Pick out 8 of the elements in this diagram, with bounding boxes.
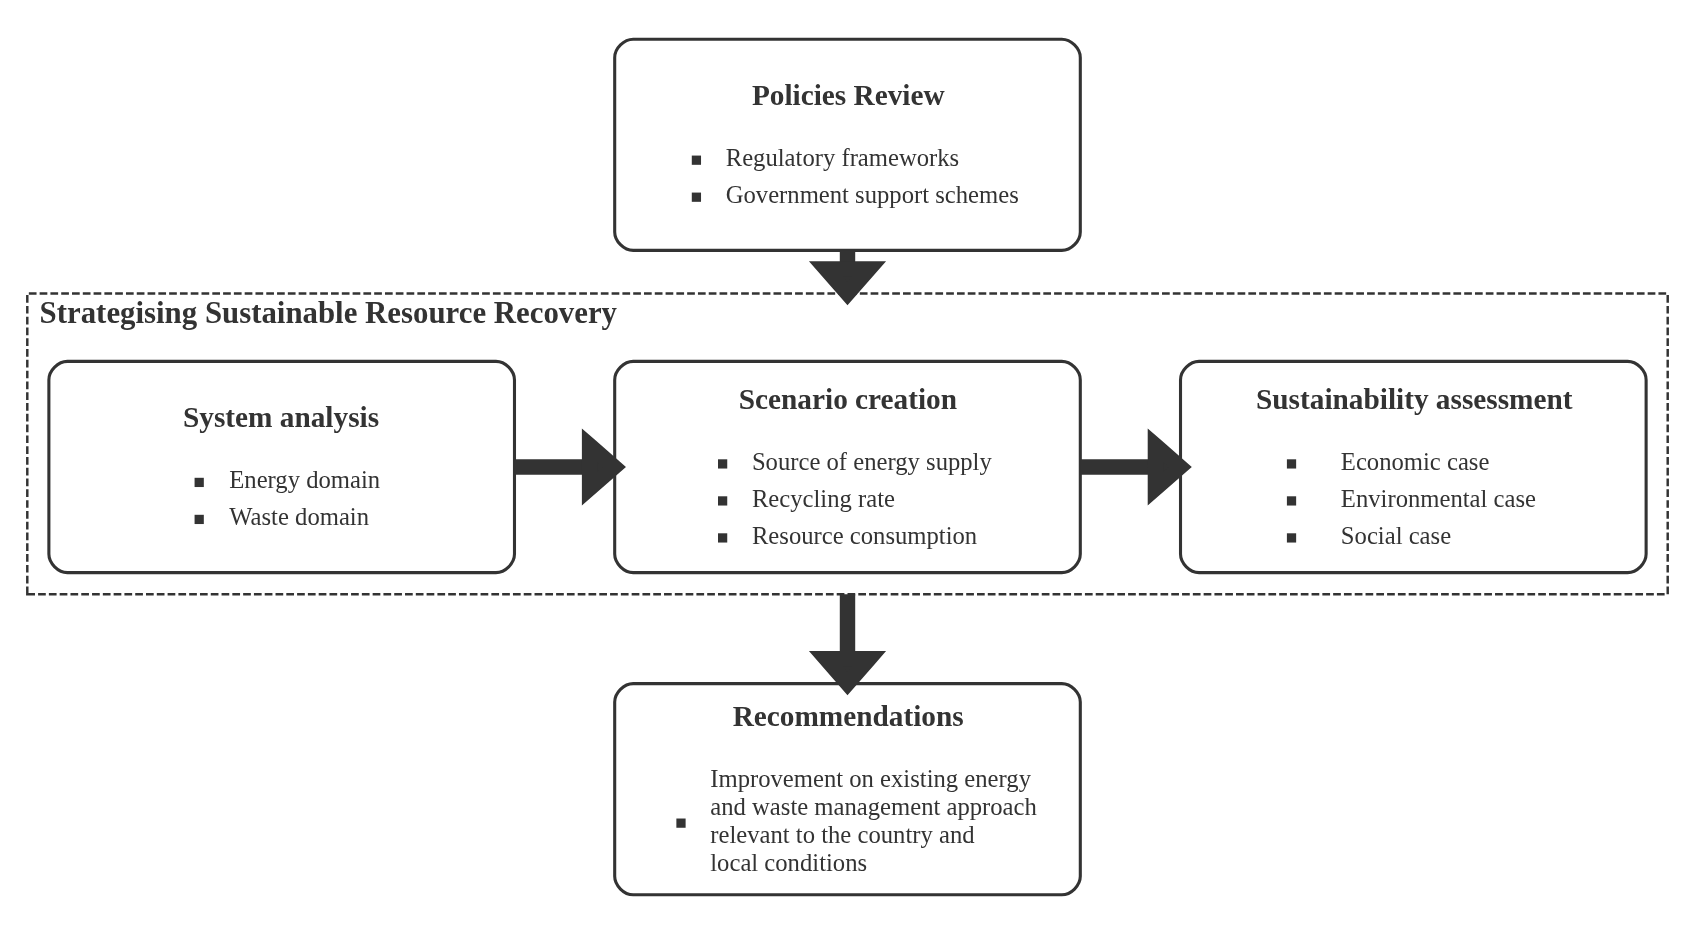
node-box: Recommendations Improvement on existing energy and waste management approach relevant to the country and local conditions (613, 682, 1082, 897)
arrow (808, 594, 887, 696)
node-box: Scenario creation Source of energy supply Recycling rate Resource consumption (613, 359, 1082, 575)
node-box: System analysis Energy domain Waste domain (47, 359, 516, 575)
node-box: Policies Review Regulatory frameworks Government support schemes (613, 37, 1082, 252)
arrow (1080, 428, 1192, 506)
node-box: Sustainability assessment Economic case Environmental case Social case (1179, 359, 1648, 575)
arrow (514, 428, 626, 506)
